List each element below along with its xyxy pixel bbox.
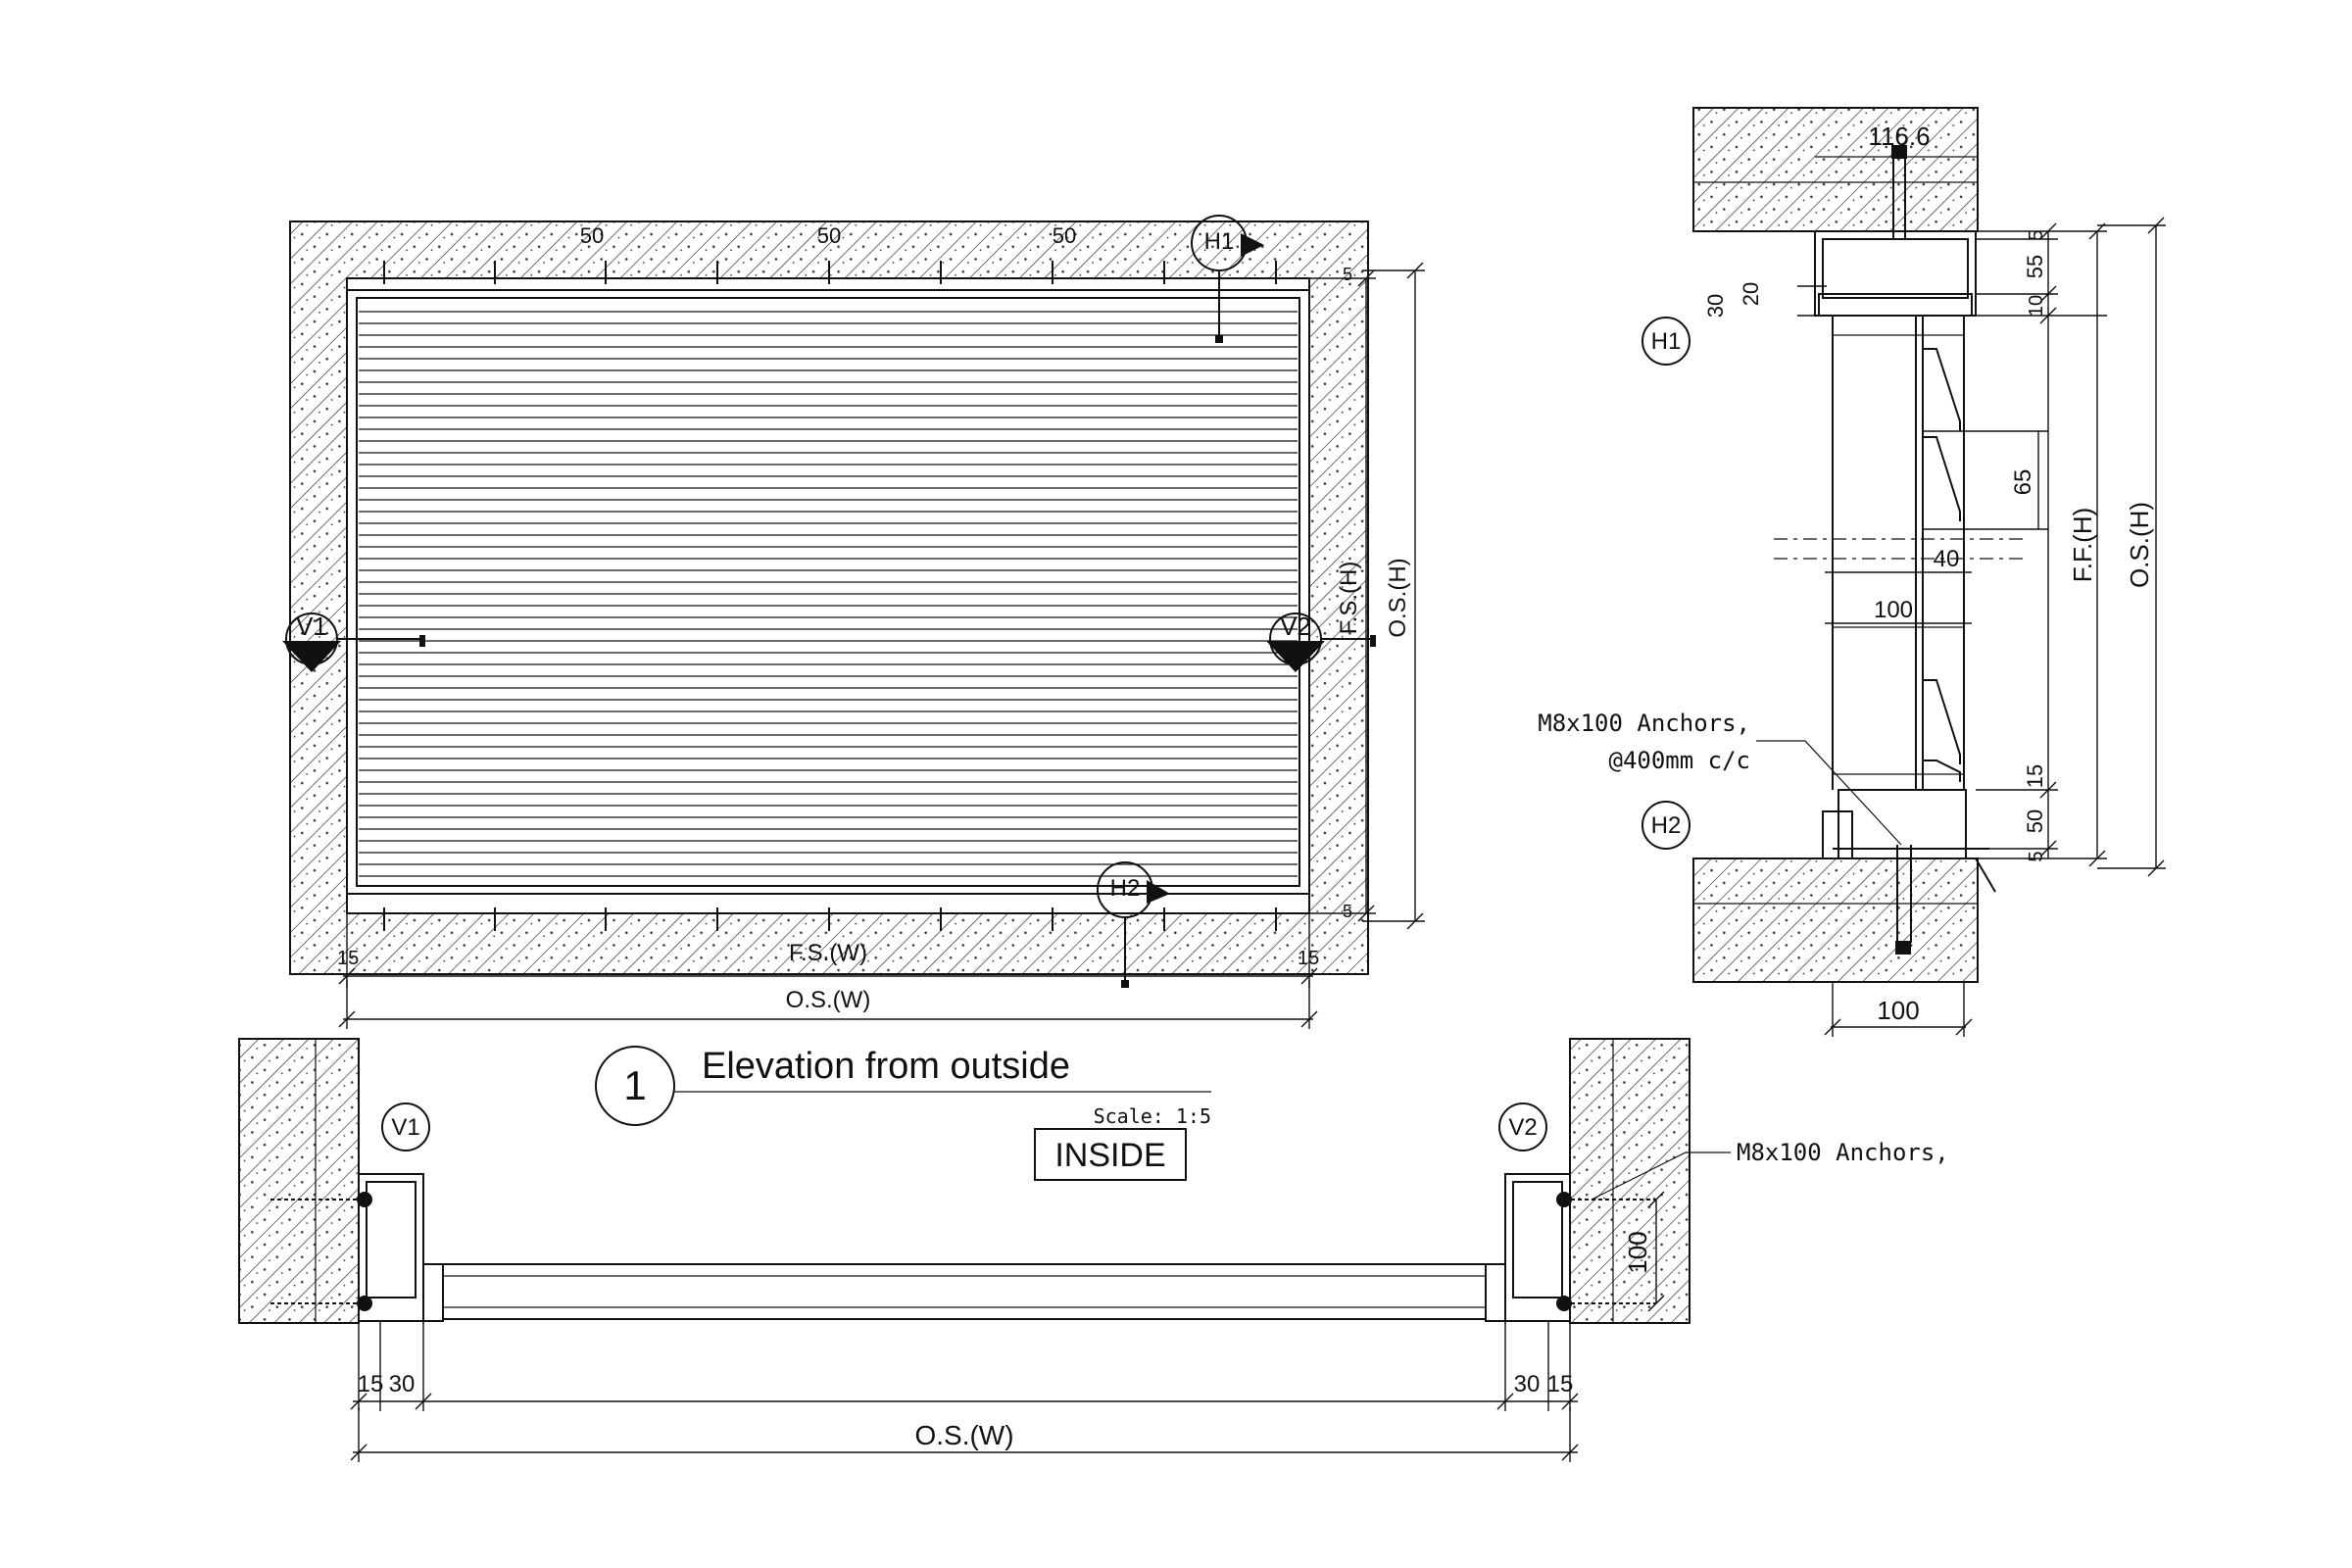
section-bubble-h2[interactable]: H2: [1642, 801, 1690, 850]
dim-100-bottom: 100: [1877, 996, 1919, 1025]
section-bubble-h1[interactable]: H1: [1642, 317, 1690, 366]
dim-30: 30: [1703, 294, 1728, 318]
anchor-leader-h: [1756, 740, 1902, 846]
v-section-width-dims: [350, 1321, 1579, 1462]
louver-blade: [1923, 436, 1961, 521]
svg-text:V1: V1: [391, 1114, 419, 1141]
section-height-dims: [1797, 217, 2166, 1037]
dim-15-left: 15: [358, 1371, 384, 1397]
section-marker-v1[interactable]: V1: [282, 612, 425, 672]
louver-blade: [1923, 679, 1961, 764]
section-bubble-v1[interactable]: V1: [381, 1102, 430, 1152]
dim-left-gap: 15: [337, 948, 359, 969]
v-section-anchors: [270, 1192, 1656, 1311]
scale-label: Scale: 1:5: [1094, 1104, 1211, 1128]
section-top-wall: [1692, 107, 1979, 232]
svg-text:H2: H2: [1651, 812, 1682, 839]
left-wall-section: [238, 1038, 360, 1324]
anchor-ticks: [383, 261, 1277, 931]
elevation-wall: [289, 220, 1369, 975]
dim-top-1: 50: [580, 223, 604, 248]
dim-20: 20: [1739, 282, 1763, 306]
dim-right-gap: 15: [1298, 948, 1319, 969]
section-marker-h2[interactable]: H2: [1097, 861, 1170, 988]
os-w-label: O.S.(W): [786, 987, 871, 1013]
dim-top-3: 50: [1053, 223, 1076, 248]
head-profile: [1814, 230, 1977, 317]
vertical-section-view: H1 H2 M8x100 Anchors, @400mm c/c: [1538, 107, 2166, 1037]
os-h-label: O.S.(H): [1385, 558, 1411, 637]
dim-55: 55: [2023, 255, 2047, 278]
view-title: Elevation from outside: [702, 1046, 1070, 1087]
section-marker-v2[interactable]: V2: [1266, 612, 1376, 672]
left-jamb-profile: [358, 1173, 424, 1322]
inside-label: INSIDE: [1054, 1137, 1165, 1174]
louver-slats: [359, 311, 1298, 877]
svg-text:V2: V2: [1508, 1114, 1537, 1141]
dim-50: 50: [2023, 809, 2047, 833]
window-frame: [346, 289, 1310, 895]
window-sash: [356, 297, 1300, 887]
dim-40: 40: [1934, 546, 1960, 572]
svg-text:V2: V2: [1280, 612, 1311, 641]
dim-15: 15: [2023, 764, 2047, 788]
dim-gap-top: 5: [1343, 265, 1352, 284]
svg-text:H1: H1: [1204, 228, 1235, 255]
dim-30-right: 30: [1514, 1371, 1541, 1397]
dim-5-bot: 5: [2026, 851, 2047, 861]
anchor-callout-line2: @400mm c/c: [1609, 747, 1751, 774]
svg-text:H2: H2: [1110, 875, 1141, 902]
dim-65: 65: [2010, 469, 2036, 496]
fs-h-label: F.S.(H): [1336, 562, 1362, 635]
section-bubble-v2[interactable]: V2: [1498, 1102, 1547, 1152]
horizontal-section-view: V1 V2 M8x100 Anchors, 100: [238, 1038, 1949, 1462]
louver-blade: [1923, 348, 1961, 431]
svg-text:V1: V1: [296, 612, 327, 641]
elevation-view: 50 50 50 H1 V1 V2: [282, 215, 1425, 1029]
right-jamb-profile: [1504, 1173, 1571, 1322]
dim-15-right: 15: [1547, 1371, 1574, 1397]
sill-profile: [1838, 789, 1967, 859]
dim-10: 10: [2026, 295, 2047, 317]
louver-blades: [1923, 348, 1961, 782]
fs-w-label: F.S.(W): [789, 940, 867, 966]
dim-100-slat: 100: [1874, 597, 1913, 623]
os-w-section-label: O.S.(W): [914, 1420, 1013, 1450]
dim-100-v: 100: [1623, 1231, 1652, 1273]
dim-116-6: 116.6: [1868, 122, 1930, 151]
dim-gap-bottom: 5: [1343, 902, 1352, 921]
section-bottom-wall: [1692, 858, 1979, 983]
louver-blade: [1923, 760, 1961, 782]
anchor-leader-v: [1591, 1152, 1731, 1200]
os-h-section-label: O.S.(H): [2125, 502, 2154, 588]
section-marker-h1[interactable]: H1: [1191, 215, 1264, 343]
title-block: 1 Elevation from outside Scale: 1:5 INSI…: [595, 1046, 1211, 1181]
elevation-height-dims: [1309, 262, 1425, 930]
inside-label-box: [1034, 1128, 1187, 1181]
elevation-width-dims: [338, 913, 1318, 1029]
dim-top-2: 50: [817, 223, 841, 248]
anchor-callout-line1: M8x100 Anchors,: [1538, 710, 1750, 737]
dim-5-top: 5: [2026, 229, 2047, 240]
ff-h-label: F.F.(H): [2068, 508, 2097, 583]
svg-text:H1: H1: [1651, 328, 1682, 355]
louver-panel-section: [442, 1263, 1487, 1320]
anchor-callout-v: M8x100 Anchors,: [1737, 1139, 1949, 1166]
dim-30-left: 30: [389, 1371, 416, 1397]
view-number: 1: [623, 1062, 646, 1108]
